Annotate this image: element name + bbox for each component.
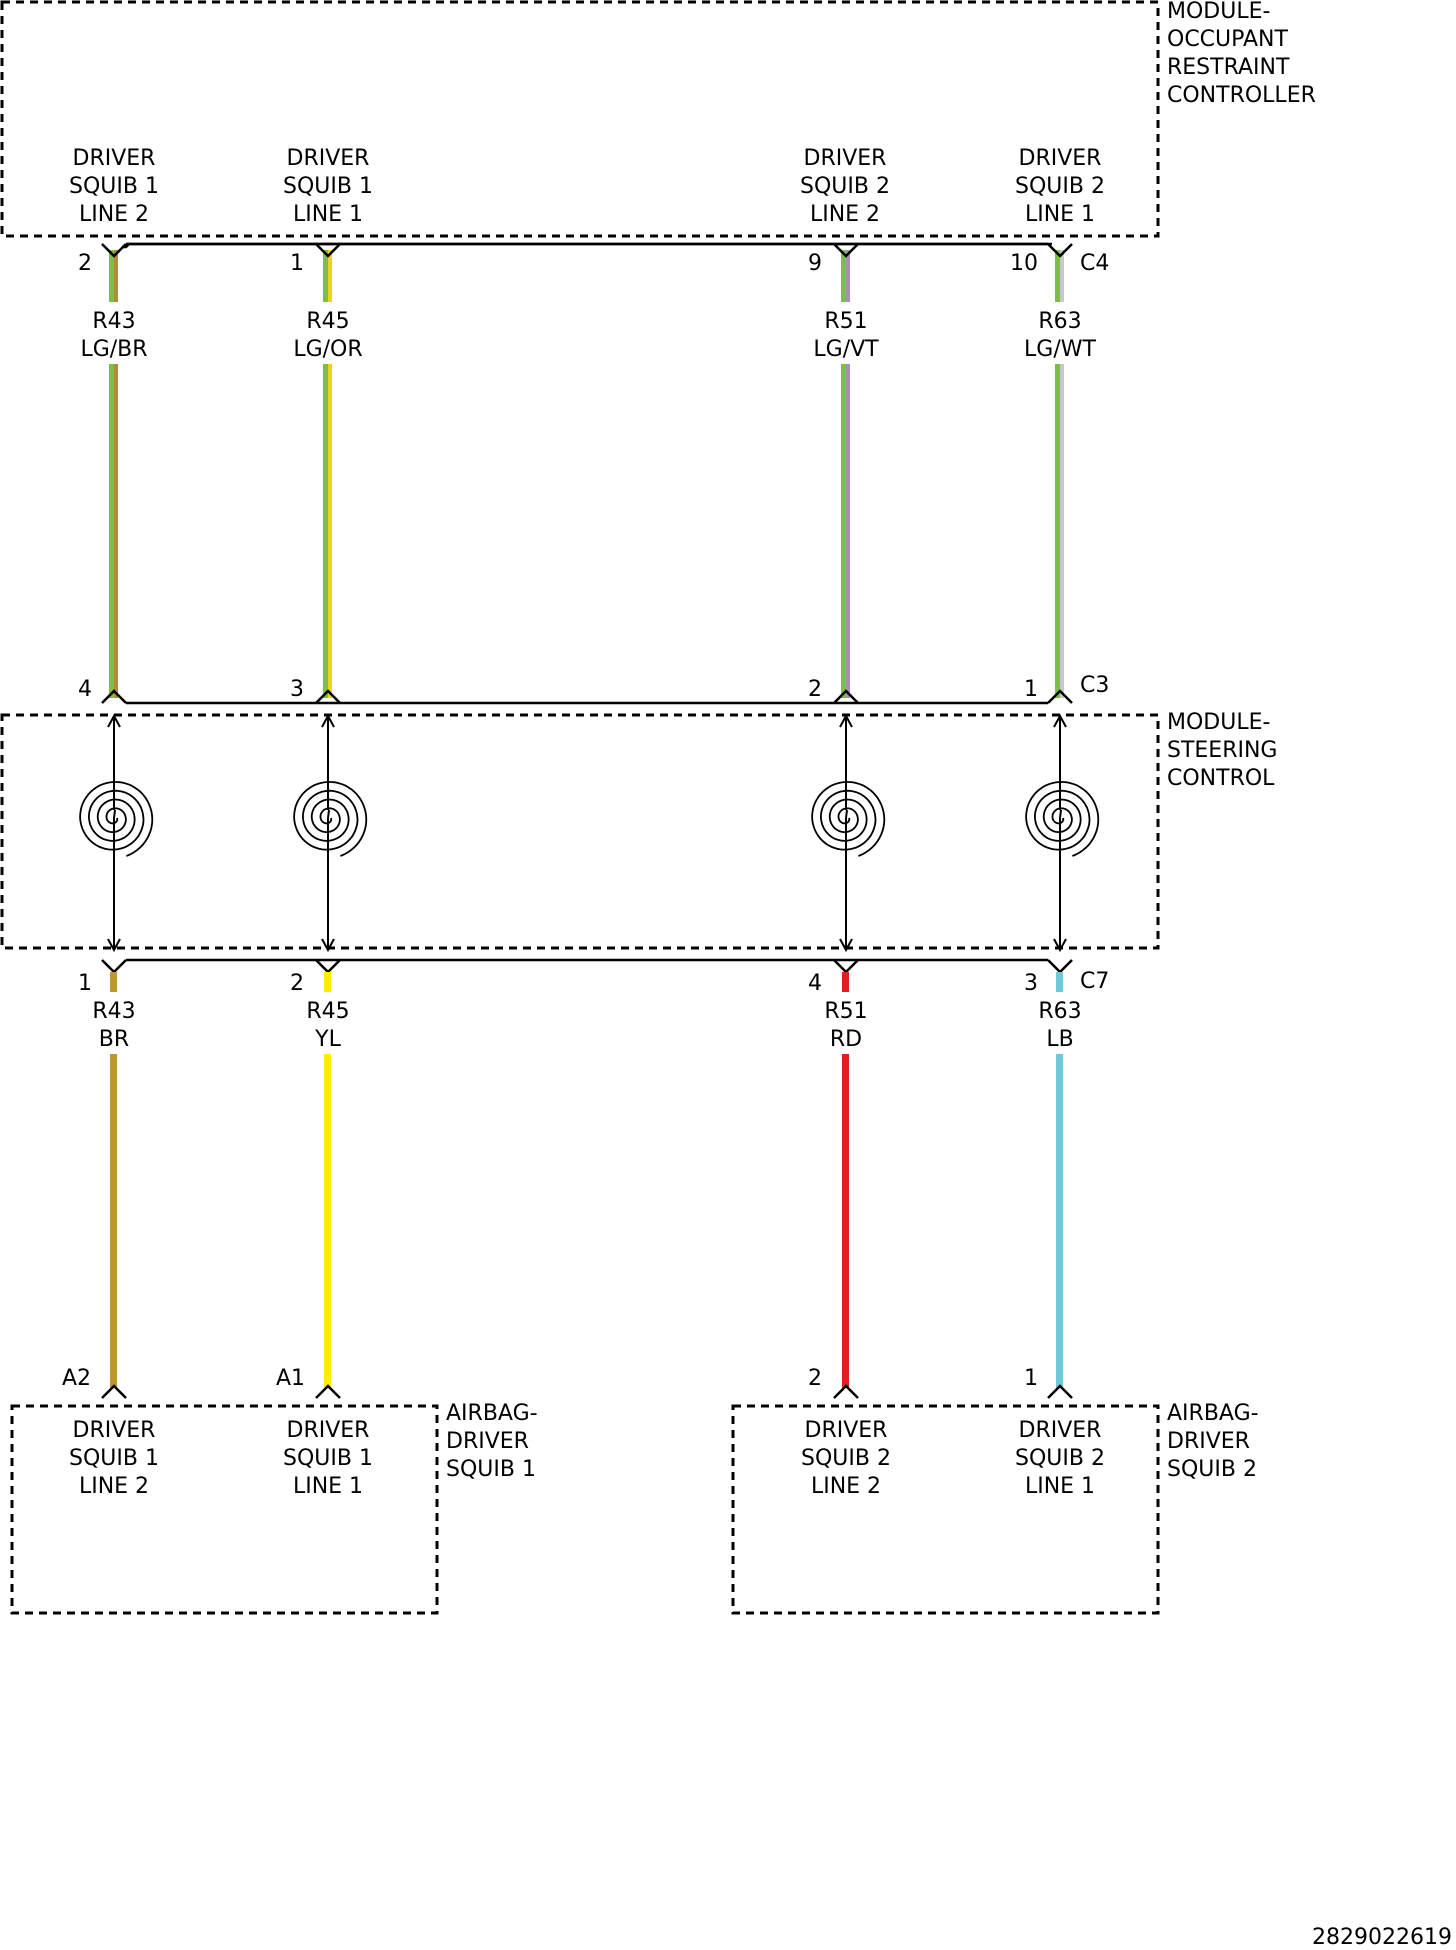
end-label-2-l3: LINE 1: [293, 1474, 363, 1499]
orc-label-4-l1: DRIVER: [1019, 146, 1102, 171]
c3-pin-4: 1: [1024, 677, 1038, 702]
airbag-squib1-box: [10, 1404, 439, 1615]
c4-pin-4: 10: [1010, 251, 1038, 276]
end-label-4-l3: LINE 1: [1025, 1474, 1095, 1499]
clockspring-icon: [1025, 781, 1100, 857]
end-label-1-l2: SQUIB 1: [69, 1446, 159, 1471]
c7-connector: [101, 958, 1073, 974]
upper-color-2: LG/OR: [293, 337, 362, 362]
clockspring-icon: [811, 781, 886, 857]
airbag2-name-2: DRIVER: [1167, 1429, 1250, 1454]
c3-connector-id: C3: [1080, 673, 1109, 698]
upper-circuit-3: R51: [824, 309, 867, 334]
orc-label-4-l3: LINE 1: [1025, 202, 1095, 227]
airbag-terminals: [101, 1384, 1073, 1399]
upper-color-3: LG/VT: [813, 337, 879, 362]
clockspring-group: [79, 713, 1100, 953]
c4-connector-id: C4: [1080, 251, 1109, 276]
lower-color-1: BR: [99, 1027, 129, 1052]
c7-pin-3: 4: [808, 971, 822, 996]
c7-pin-1: 1: [78, 971, 92, 996]
clockspring-up-arrow: [839, 713, 853, 819]
clockspring-down-arrow: [1053, 818, 1067, 953]
clockspring-down-arrow: [839, 818, 853, 953]
c7-pin-4: 3: [1024, 971, 1038, 996]
airbag1-name-3: SQUIB 1: [446, 1457, 536, 1482]
lower-wires: [110, 972, 1063, 1388]
clockspring-down-arrow: [107, 818, 121, 953]
scm-module-name-1: MODULE-: [1167, 710, 1270, 735]
lower-color-3: RD: [830, 1027, 862, 1052]
upper-wires: [109, 250, 1064, 698]
airbag1-name-1: AIRBAG-: [446, 1401, 538, 1426]
c4-pin-3: 9: [808, 251, 822, 276]
lower-color-2: YL: [314, 1027, 341, 1052]
end-label-3-l3: LINE 2: [811, 1474, 881, 1499]
clockspring-up-arrow: [321, 713, 335, 819]
airbag2-name-1: AIRBAG-: [1167, 1401, 1259, 1426]
orc-module-name-4: CONTROLLER: [1167, 83, 1316, 108]
c4-pin-1: 2: [78, 251, 92, 276]
scm-module-name-2: STEERING: [1167, 738, 1277, 763]
steering-module-box: [0, 713, 1160, 950]
orc-label-1-l2: SQUIB 1: [69, 174, 159, 199]
lower-circuit-4: R63: [1038, 999, 1081, 1024]
orc-label-2-l1: DRIVER: [287, 146, 370, 171]
orc-label-3-l2: SQUIB 2: [800, 174, 890, 199]
end-label-4-l1: DRIVER: [1019, 1418, 1102, 1443]
airbag1-name-2: DRIVER: [446, 1429, 529, 1454]
upper-color-1: LG/BR: [80, 337, 147, 362]
airbag-pin-3: 2: [808, 1366, 822, 1391]
orc-label-3-l1: DRIVER: [804, 146, 887, 171]
c3-pin-2: 3: [290, 677, 304, 702]
c7-connector-id: C7: [1080, 969, 1109, 994]
clockspring-down-arrow: [321, 818, 335, 953]
upper-circuit-1: R43: [92, 309, 135, 334]
airbag2-name-3: SQUIB 2: [1167, 1457, 1257, 1482]
airbag-pin-1: A2: [62, 1366, 91, 1391]
diagram-id: 2829022619: [1312, 1925, 1452, 1950]
orc-label-2-l2: SQUIB 1: [283, 174, 373, 199]
orc-module-box: [0, 0, 1160, 238]
orc-label-1-l1: DRIVER: [73, 146, 156, 171]
upper-color-4: LG/WT: [1024, 337, 1096, 362]
scm-module-name-3: CONTROL: [1167, 766, 1275, 791]
orc-label-3-l3: LINE 2: [810, 202, 880, 227]
c4-pin-2: 1: [290, 251, 304, 276]
c7-pin-2: 2: [290, 971, 304, 996]
upper-circuit-2: R45: [306, 309, 349, 334]
clockspring-icon: [79, 781, 154, 857]
clockspring-up-arrow: [107, 713, 121, 819]
airbag-pin-4: 1: [1024, 1366, 1038, 1391]
c3-pin-3: 2: [808, 677, 822, 702]
end-label-1-l1: DRIVER: [73, 1418, 156, 1443]
c4-connector: [101, 242, 1073, 258]
lower-circuit-1: R43: [92, 999, 135, 1024]
lower-circuit-3: R51: [824, 999, 867, 1024]
end-label-1-l3: LINE 2: [79, 1474, 149, 1499]
orc-label-4-l2: SQUIB 2: [1015, 174, 1105, 199]
c3-connector: [101, 689, 1073, 705]
end-label-3-l2: SQUIB 2: [801, 1446, 891, 1471]
end-label-2-l2: SQUIB 1: [283, 1446, 373, 1471]
upper-circuit-4: R63: [1038, 309, 1081, 334]
airbag-squib2-box: [731, 1404, 1160, 1615]
orc-module-name-3: RESTRAINT: [1167, 55, 1290, 80]
end-label-3-l1: DRIVER: [805, 1418, 888, 1443]
clockspring-icon: [293, 781, 368, 857]
lower-circuit-2: R45: [306, 999, 349, 1024]
orc-module-name-2: OCCUPANT: [1167, 27, 1289, 52]
clockspring-up-arrow: [1053, 713, 1067, 819]
orc-label-1-l3: LINE 2: [79, 202, 149, 227]
orc-label-2-l3: LINE 1: [293, 202, 363, 227]
end-label-4-l2: SQUIB 2: [1015, 1446, 1105, 1471]
end-label-2-l1: DRIVER: [287, 1418, 370, 1443]
airbag-pin-2: A1: [276, 1366, 305, 1391]
c3-pin-1: 4: [78, 677, 92, 702]
orc-module-name-1: MODULE-: [1167, 0, 1270, 24]
lower-color-4: LB: [1046, 1027, 1073, 1052]
